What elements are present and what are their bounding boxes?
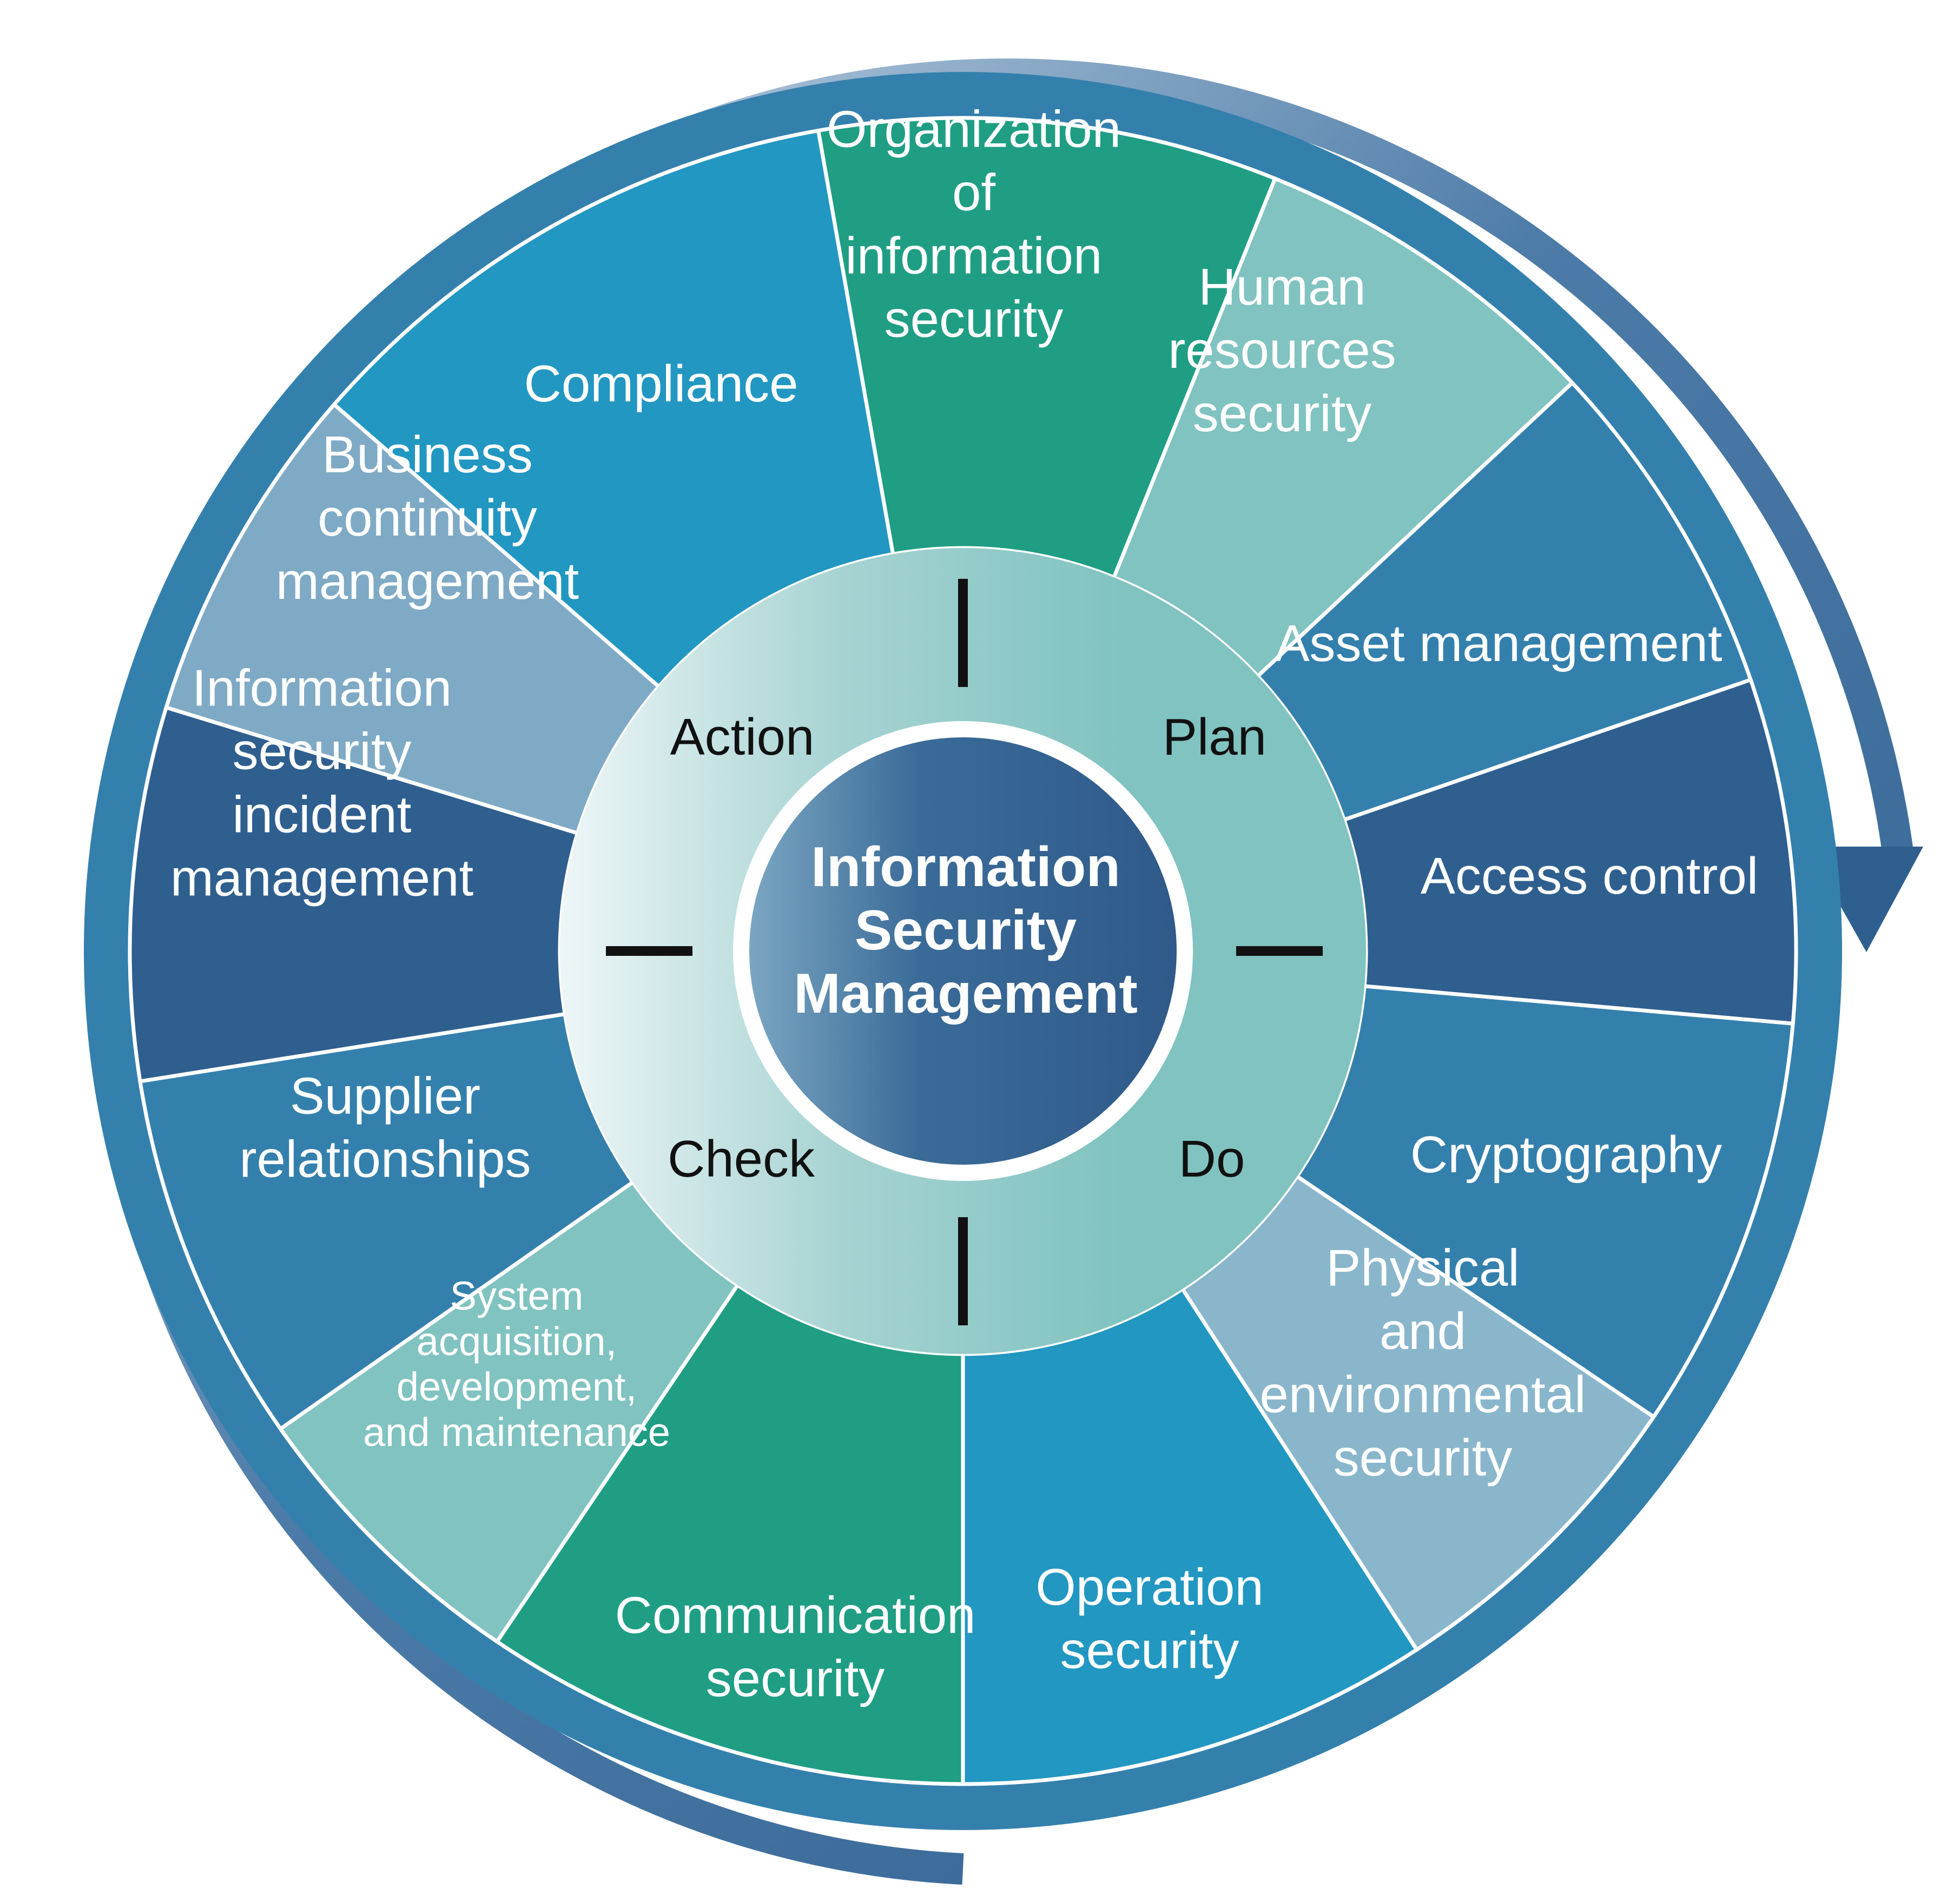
segment-5-label-line-0: Physical (1326, 1239, 1519, 1297)
segment-5-label-line-2: environmental (1260, 1366, 1586, 1424)
segment-10-label-line-2: incident (233, 786, 412, 844)
segment-10-label-line-0: Information (192, 659, 452, 717)
segment-9-label-line-1: relationships (240, 1131, 531, 1188)
tick-left (606, 946, 692, 956)
tick-top (958, 579, 968, 687)
segment-8-label-line-1: acquisition, (417, 1319, 617, 1364)
segment-11-label-line-0: Business (322, 426, 533, 484)
segment-4-label-line-0: Cryptography (1410, 1126, 1722, 1184)
segment-8-label-line-2: development, (397, 1364, 637, 1409)
center-title-line-1: Information (811, 836, 1120, 899)
segment-11-label-line-1: continuity (318, 489, 537, 547)
pdca-ticks (606, 579, 1323, 1325)
center-title-line-2: Security (855, 899, 1077, 962)
segment-8-label-line-3: and maintenance (363, 1410, 670, 1455)
segment-0-label-line-2: information (846, 227, 1103, 285)
center-title-line-3: Management (794, 962, 1138, 1025)
tick-bottom (958, 1217, 968, 1325)
segment-12-label-line-0: Compliance (524, 355, 798, 413)
segment-8-label-line-0: System (450, 1273, 584, 1318)
segment-7-label-line-1: security (706, 1650, 885, 1708)
segment-3-label-line-0: Access control (1421, 847, 1758, 905)
segment-9-label-line-0: Supplier (290, 1067, 480, 1125)
center-disk (749, 737, 1177, 1165)
segment-6-label-line-0: Operation (1035, 1558, 1264, 1616)
segment-0-label-line-0: Organization (827, 101, 1121, 159)
segment-1-label-line-0: Human (1198, 258, 1365, 316)
segment-0-label-line-1: of (952, 164, 995, 222)
segment-5-label-line-1: and (1380, 1303, 1466, 1361)
pdca-label-do: Do (1179, 1130, 1245, 1188)
segment-1-label-line-1: resources (1168, 321, 1396, 379)
segment-ring (128, 116, 1798, 1786)
segment-11-label-line-2: management (276, 552, 579, 610)
segment-0-label-line-3: security (885, 290, 1064, 348)
segment-1-label-line-2: security (1193, 385, 1372, 443)
pdca-label-action: Action (670, 708, 815, 766)
segment-10-label-line-1: security (233, 723, 412, 781)
segment-2-label-line-0: Asset management (1275, 615, 1722, 672)
segment-5-label-line-3: security (1334, 1429, 1513, 1487)
pdca-label-check: Check (668, 1130, 815, 1188)
segment-labels: OrganizationofinformationsecurityHumanre… (170, 101, 1758, 1708)
tick-right (1236, 946, 1323, 956)
pdca-label-plan: Plan (1163, 708, 1266, 766)
segment-6-label-line-1: security (1060, 1622, 1239, 1680)
segment-7-label-line-0: Communication (615, 1587, 976, 1645)
segment-10-label-line-3: management (170, 849, 473, 907)
center-title: Information Security Management (794, 836, 1138, 1025)
